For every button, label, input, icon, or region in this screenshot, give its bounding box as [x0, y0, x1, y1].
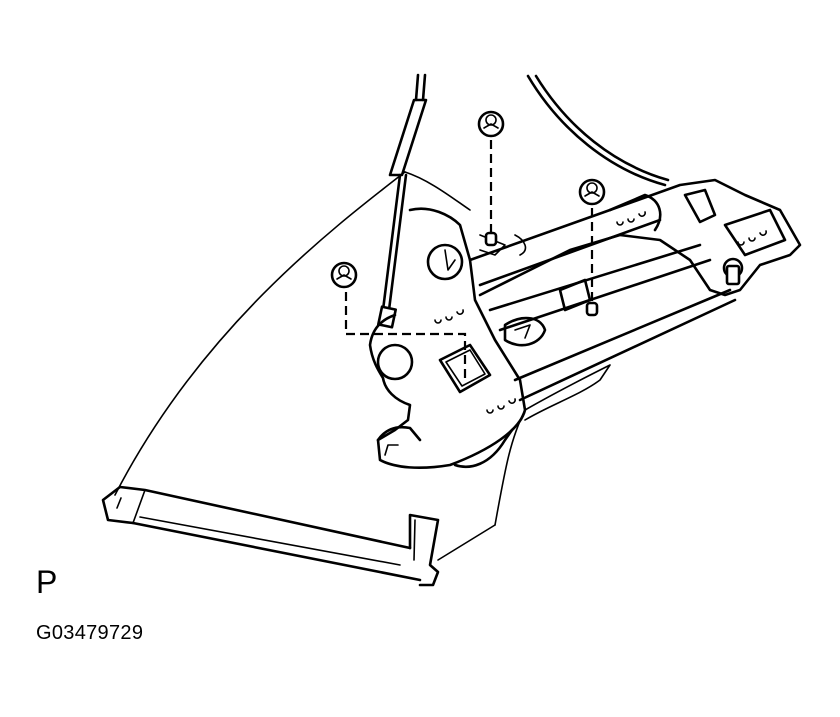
- nut-upper-center: [477, 110, 505, 247]
- regulator-cable: [526, 74, 670, 187]
- bolt-far-right: [722, 257, 744, 286]
- nut-left: [330, 261, 467, 380]
- slot-holes: [434, 211, 767, 414]
- glass-panel: [101, 171, 526, 587]
- lift-rod: [376, 73, 428, 329]
- regulator-frame: [368, 178, 802, 470]
- view-label: P: [36, 564, 58, 600]
- figure-id: G03479729: [36, 622, 144, 644]
- nut-right: [578, 178, 606, 317]
